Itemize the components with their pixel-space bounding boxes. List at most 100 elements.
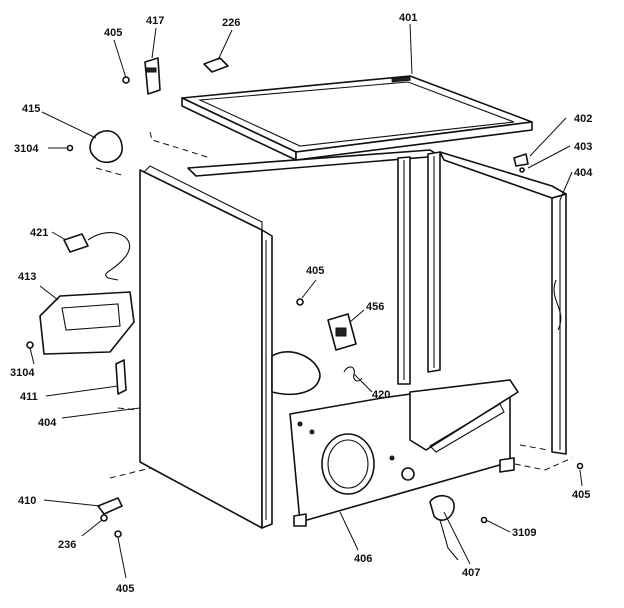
left-panel-flange: [261, 229, 273, 529]
leader-401: [409, 23, 413, 75]
right-panel-top: [439, 151, 567, 199]
dome-cap: [66, 130, 123, 164]
screw-3104-left: [26, 341, 34, 349]
screw-3104-top: [66, 144, 74, 152]
right-panel-rail: [551, 193, 567, 455]
callout-415: 415: [22, 103, 40, 115]
cabinet-rear-frame: [187, 149, 441, 385]
callout-421: 421: [30, 227, 48, 239]
guide-right-foot: [504, 457, 573, 471]
left-side-panel: [139, 165, 273, 529]
leader-226: [217, 29, 233, 61]
base-bulkhead: [289, 379, 519, 527]
bracket-body: [513, 153, 529, 167]
callout-456: 456: [366, 301, 384, 313]
hinge-notch: [145, 67, 157, 73]
callout-405-mid: 405: [306, 265, 324, 277]
leader-405-mid: [301, 279, 317, 299]
leveling-leg: [97, 497, 123, 538]
leader-3104-left: [29, 347, 35, 365]
part-411: [115, 359, 127, 395]
leader-405-top: [113, 39, 127, 79]
leader-405-bottom: [117, 537, 127, 579]
bracket-456: [296, 298, 357, 351]
bulkhead-hole: [401, 467, 415, 481]
panel-cutout: [271, 351, 321, 396]
cord-plug: [63, 233, 89, 253]
top-cover-side-edge: [295, 121, 533, 161]
callout-3104-top: 3104: [14, 143, 39, 155]
top-cover-inner-lip: [197, 81, 515, 147]
guide-right-mid: [519, 444, 549, 451]
leader-405-right: [579, 469, 583, 487]
callout-405-top: 405: [104, 27, 122, 39]
terminal-cover-window: [61, 303, 121, 331]
leader-420: [353, 373, 373, 393]
callout-3109: 3109: [512, 527, 536, 539]
callout-405-right: 405: [572, 489, 590, 501]
callout-407: 407: [462, 567, 480, 579]
part-407-wire: [439, 519, 459, 561]
left-panel-face: [139, 169, 263, 529]
callout-406: 406: [354, 553, 372, 565]
leader-421: [51, 231, 67, 241]
leg-nut-236: [100, 514, 108, 522]
hinge-body: [144, 57, 161, 95]
screw-405-right: [576, 462, 584, 470]
foot-pad-left: [293, 513, 307, 527]
clip-226: [203, 57, 229, 73]
leader-404-right: [559, 171, 573, 201]
right-side-panel: [439, 151, 567, 455]
callout-404-right: 404: [574, 167, 593, 179]
part-407-body: [429, 495, 455, 521]
hinge-bracket: [122, 57, 161, 95]
leader-417: [151, 27, 157, 59]
left-panel-top-edge: [143, 165, 263, 230]
leader-407: [443, 511, 471, 565]
leader-236: [81, 519, 103, 537]
leader-403: [527, 145, 571, 169]
part-411-body: [115, 359, 127, 395]
bulkhead-slot: [429, 403, 505, 453]
drum-opening: [321, 433, 375, 495]
callout-226: 226: [222, 17, 240, 29]
screw-3109: [480, 516, 488, 524]
callout-labels: 401 402 403 404 404 405 405 405 405 406 …: [10, 12, 593, 595]
callout-411: 411: [20, 391, 38, 403]
callout-417: 417: [146, 15, 164, 27]
top-cover-surface: [181, 75, 533, 153]
power-cord: [63, 232, 131, 281]
leader-406: [339, 511, 359, 551]
callout-413: 413: [18, 271, 36, 283]
clip-body: [203, 57, 229, 73]
screw-403: [519, 167, 525, 173]
callout-3104-left: 3104: [10, 367, 35, 379]
dome-cap-body: [89, 130, 123, 164]
callout-402: 402: [574, 113, 592, 125]
callout-405-bottom: 405: [116, 583, 134, 595]
leader-410: [43, 499, 101, 507]
leader-456: [349, 309, 365, 323]
screw-405-mid: [296, 298, 304, 306]
leader-402: [529, 117, 567, 157]
guide-knob: [95, 167, 126, 177]
leg-bracket: [97, 497, 123, 515]
rivet-c: [297, 421, 303, 427]
guide-top-left: [149, 131, 211, 159]
leader-lines: [29, 23, 583, 579]
leader-415: [41, 111, 97, 139]
screw-405-bottom: [114, 530, 122, 538]
callout-404-left: 404: [38, 417, 57, 429]
terminal-cover: [26, 291, 135, 355]
leader-413: [39, 285, 59, 301]
callout-236: 236: [58, 539, 76, 551]
top-cover-hinge-slot: [391, 76, 411, 83]
assembly-guides: [95, 131, 573, 479]
leader-411: [45, 385, 119, 397]
callout-420: 420: [372, 389, 390, 401]
bracket-402: [513, 153, 529, 173]
callout-401: 401: [399, 12, 417, 24]
leader-404-left: [61, 407, 141, 419]
